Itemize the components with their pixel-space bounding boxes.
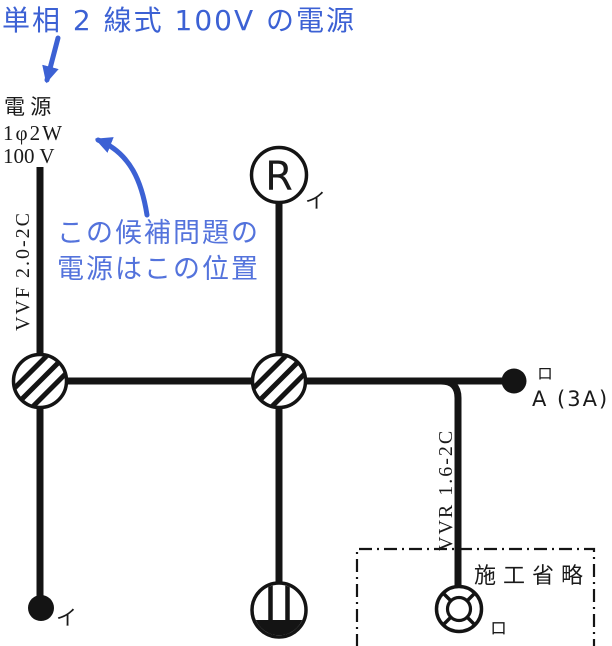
omission-box-border xyxy=(355,547,596,646)
outdoor-light-inner-circle xyxy=(445,595,473,623)
omission-label: 施工省略 xyxy=(474,563,590,588)
auto-switch-icon xyxy=(501,368,527,394)
switch-icon xyxy=(28,595,54,621)
wire-to-outdoor-light xyxy=(440,377,462,588)
annotation-title: 単相 2 線式 100V の電源 xyxy=(2,4,356,37)
junction-box-right-hatch xyxy=(254,356,304,406)
outdoor-light-circuit-label: ロ xyxy=(490,619,507,638)
outdoor-light-spokes xyxy=(441,591,477,627)
lamp-receptacle-letter: R xyxy=(265,154,293,200)
junction-box-left-icon xyxy=(11,352,69,410)
wiring-lines xyxy=(36,167,514,597)
junction-box-right-icon xyxy=(250,352,308,410)
annotation-note-line1: この候補問題の xyxy=(57,218,260,249)
ceiling-rose-detail xyxy=(253,584,305,636)
ceiling-rose-icon xyxy=(250,581,308,639)
annotation-arrow-straight xyxy=(42,35,61,84)
lamp-receptacle-circuit-label: イ xyxy=(305,189,326,213)
power-source-name: 電 源 xyxy=(4,95,51,119)
power-source-voltage: 100 V xyxy=(3,144,55,168)
annotation-arrow-curved xyxy=(94,137,150,218)
auto-switch-rating-label: A (3A) xyxy=(532,387,609,411)
auto-switch-circuit-label: ロ xyxy=(537,366,553,383)
cable-label-vvf: VVF 2.0-2C xyxy=(12,211,34,331)
power-source-label-block: 電 源 1φ2W 100 V xyxy=(3,95,64,168)
power-source-phase: 1φ2W xyxy=(3,121,64,145)
outdoor-light-icon xyxy=(434,584,484,634)
junction-box-left-hatch xyxy=(15,356,65,406)
cable-label-vvr: VVR 1.6-2C xyxy=(435,429,457,551)
annotation-note-line2: 電源はこの位置 xyxy=(57,254,260,285)
lamp-receptacle-icon: R xyxy=(249,145,309,205)
switch-circuit-label: イ xyxy=(56,606,77,630)
lamp-receptacle-circle xyxy=(249,145,309,205)
